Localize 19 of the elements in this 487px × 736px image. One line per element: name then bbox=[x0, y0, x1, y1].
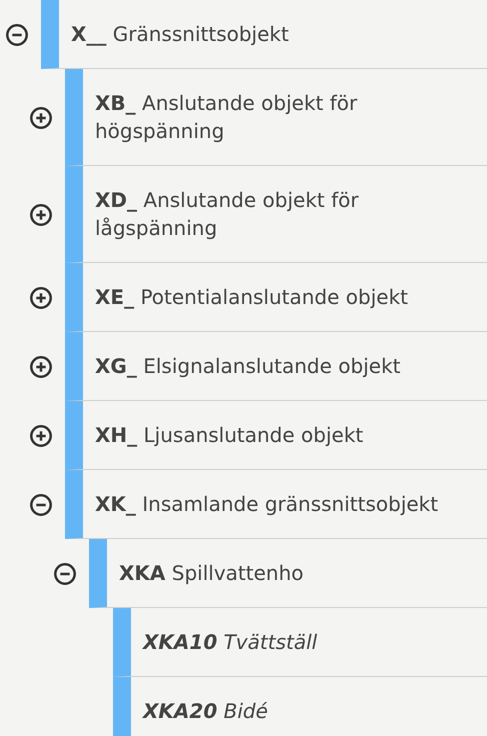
row-label: XKA20 Bidé bbox=[143, 698, 269, 725]
row-label: XH_ Ljusanslutande objekt bbox=[95, 422, 364, 449]
row-label: XK_ Insamlande gränssnittsobjekt bbox=[95, 491, 440, 518]
row-label: XD_ Anslutande objekt för lågspänning bbox=[95, 187, 360, 242]
tree-row bbox=[65, 401, 487, 470]
row-label: XKA10 Tvättställ bbox=[143, 629, 318, 656]
row-label: XE_ Potentialanslutande objekt bbox=[95, 284, 409, 311]
tree-row bbox=[65, 470, 487, 539]
tree-row bbox=[65, 263, 487, 332]
tree-row bbox=[65, 69, 487, 166]
row-label: XG_ Elsignalanslutande objekt bbox=[95, 353, 402, 380]
row-label: X__ Gränssnittsobjekt bbox=[71, 21, 290, 48]
row-label: XB_ Anslutande objekt för högspänning bbox=[95, 90, 358, 145]
tree-row bbox=[113, 608, 487, 677]
tree-row bbox=[65, 332, 487, 401]
tree-row bbox=[41, 0, 487, 69]
row-label: XKA Spillvattenho bbox=[119, 560, 304, 587]
tree-row bbox=[65, 166, 487, 263]
tree-row bbox=[89, 539, 487, 608]
